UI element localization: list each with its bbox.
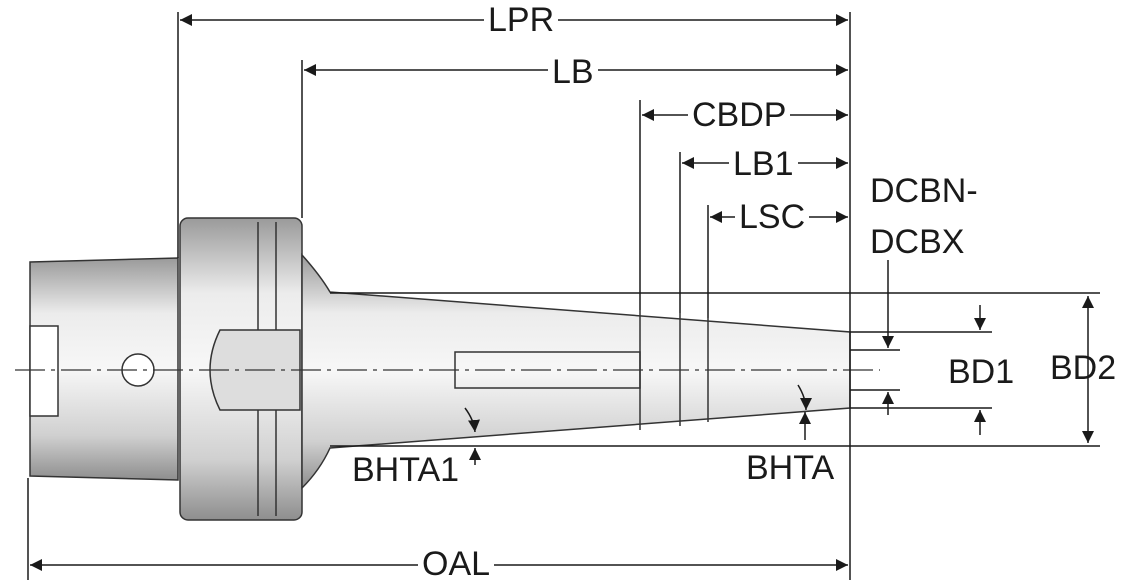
- label-bhta: BHTA: [746, 449, 835, 487]
- label-lpr: LPR: [484, 3, 559, 37]
- label-lb: LB: [548, 55, 598, 89]
- drive-slot: [29, 325, 59, 417]
- label-bd2: BD2: [1050, 349, 1117, 387]
- label-bhta1: BHTA1: [352, 451, 460, 489]
- label-dcbx: DCBX: [866, 225, 969, 259]
- label-oal: OAL: [418, 547, 495, 581]
- label-lsc: LSC: [735, 200, 810, 234]
- label-lb1: LB1: [729, 147, 798, 181]
- dimension-lines: [27, 12, 1100, 580]
- label-bd1: BD1: [944, 355, 1019, 389]
- label-cbdp: CBDP: [688, 98, 791, 132]
- label-dcbn: DCBN-: [866, 174, 982, 208]
